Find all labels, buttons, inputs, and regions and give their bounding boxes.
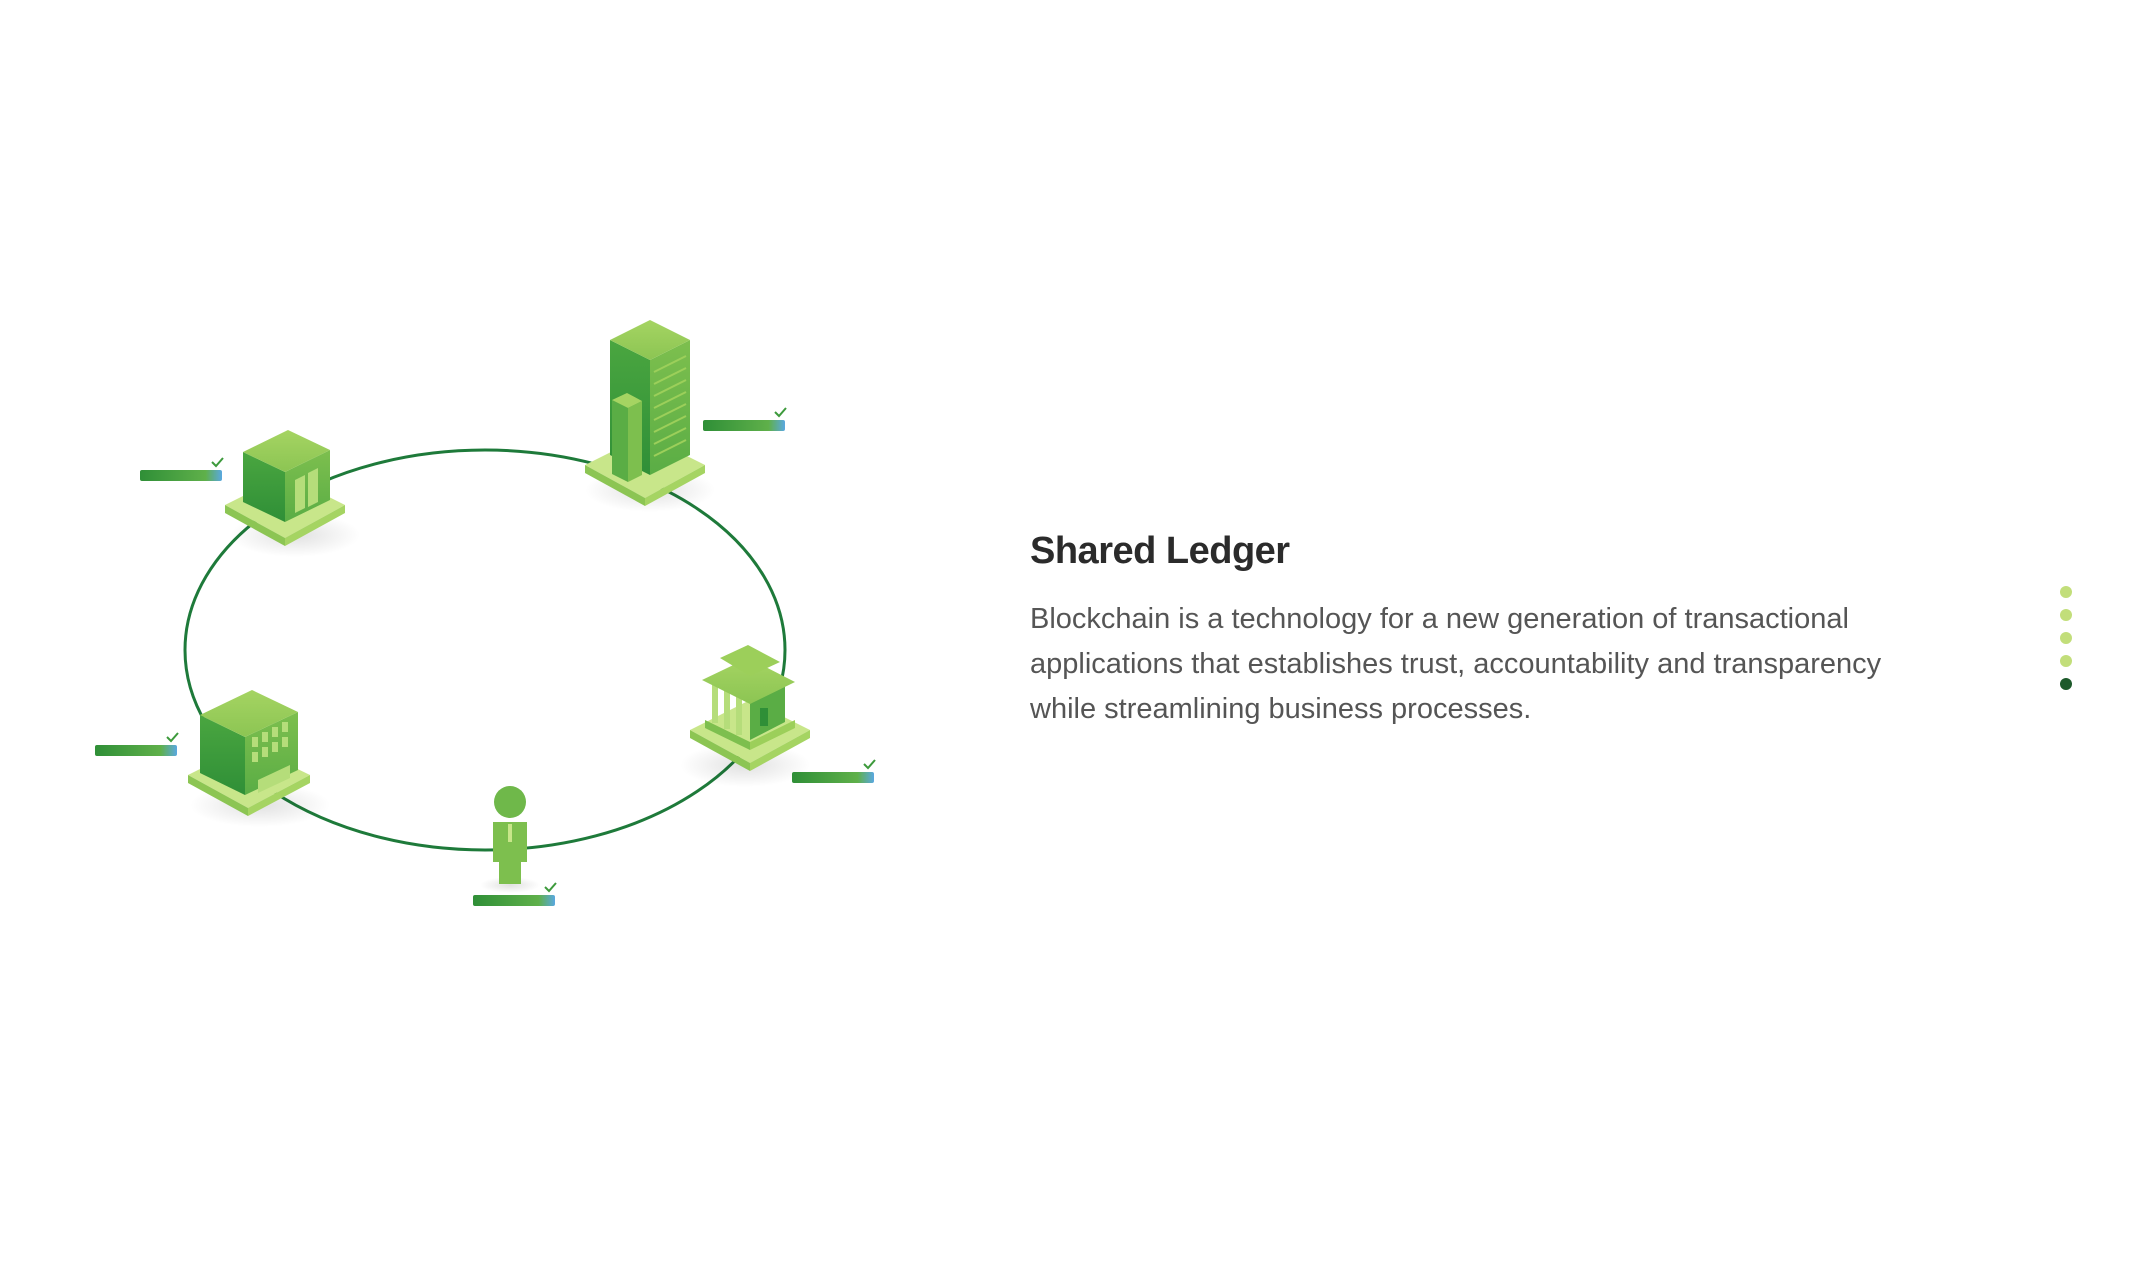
pager-dot-4[interactable]: [2060, 655, 2072, 667]
skyscraper-icon: [585, 320, 715, 512]
ledger-bar-icon: [792, 759, 876, 783]
shared-ledger-illustration: [95, 320, 876, 906]
pager-dot-1[interactable]: [2060, 586, 2072, 598]
office-building-icon: [225, 430, 360, 557]
ledger-ring: [183, 448, 787, 852]
pager-dot-3[interactable]: [2060, 632, 2072, 644]
slide-description: Blockchain is a technology for a new gen…: [1030, 603, 1882, 725]
pager-dot-2[interactable]: [2060, 609, 2072, 621]
pager-dot-5[interactable]: [2060, 678, 2072, 690]
slide-title: Shared Ledger: [1030, 530, 1290, 572]
ledger-bar-icon: [703, 407, 787, 431]
ledger-bar-icon: [473, 882, 557, 906]
office-block-icon: [188, 690, 330, 827]
bank-icon: [680, 645, 810, 787]
slide-pager: [2058, 586, 2074, 690]
ledger-bar-icon: [140, 457, 224, 481]
ledger-bar-icon: [95, 732, 179, 756]
person-icon: [480, 786, 540, 893]
slide-content: Shared Ledger Blockchain is a technology…: [1030, 530, 1930, 732]
